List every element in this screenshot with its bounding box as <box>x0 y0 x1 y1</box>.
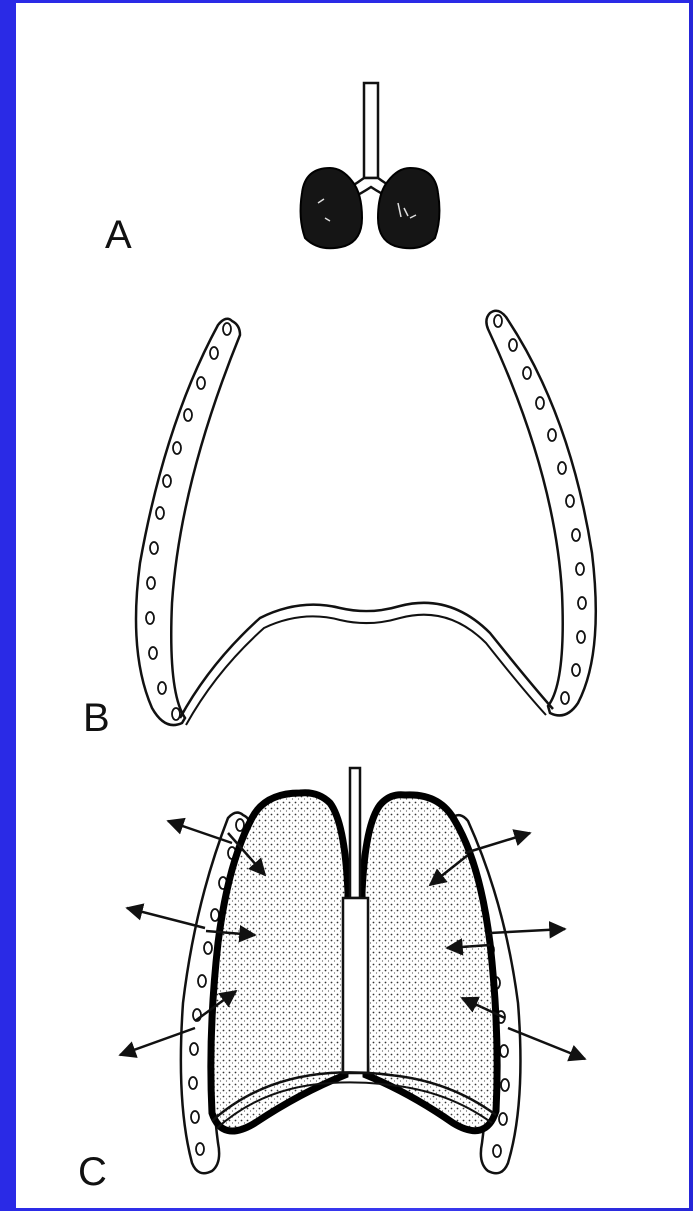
diaphragm-inner-b <box>186 615 546 725</box>
panel-label-b: B <box>83 696 110 740</box>
respiratory-mechanics-diagram: A B <box>16 3 689 1211</box>
outward-arrow-icon <box>127 908 205 928</box>
diaphragm-outer-b <box>180 603 553 718</box>
figure-frame: A B <box>16 0 689 1208</box>
mediastinum-c <box>343 898 368 1073</box>
left-lung-collapsed <box>301 168 362 248</box>
panel-label-c: C <box>78 1150 107 1194</box>
lungs-inflated-icon <box>181 768 521 1173</box>
right-lung-collapsed <box>378 168 439 248</box>
panel-c: C <box>78 768 585 1194</box>
panel-a: A <box>105 83 439 257</box>
lungs-collapsed-icon <box>301 83 440 248</box>
panel-b: B <box>83 311 596 740</box>
right-chest-wall <box>486 311 595 716</box>
trachea-c <box>350 768 360 898</box>
left-chest-wall <box>136 319 240 725</box>
trachea-a <box>364 83 378 178</box>
chest-wall-icon <box>136 311 596 725</box>
panel-label-a: A <box>105 213 132 257</box>
